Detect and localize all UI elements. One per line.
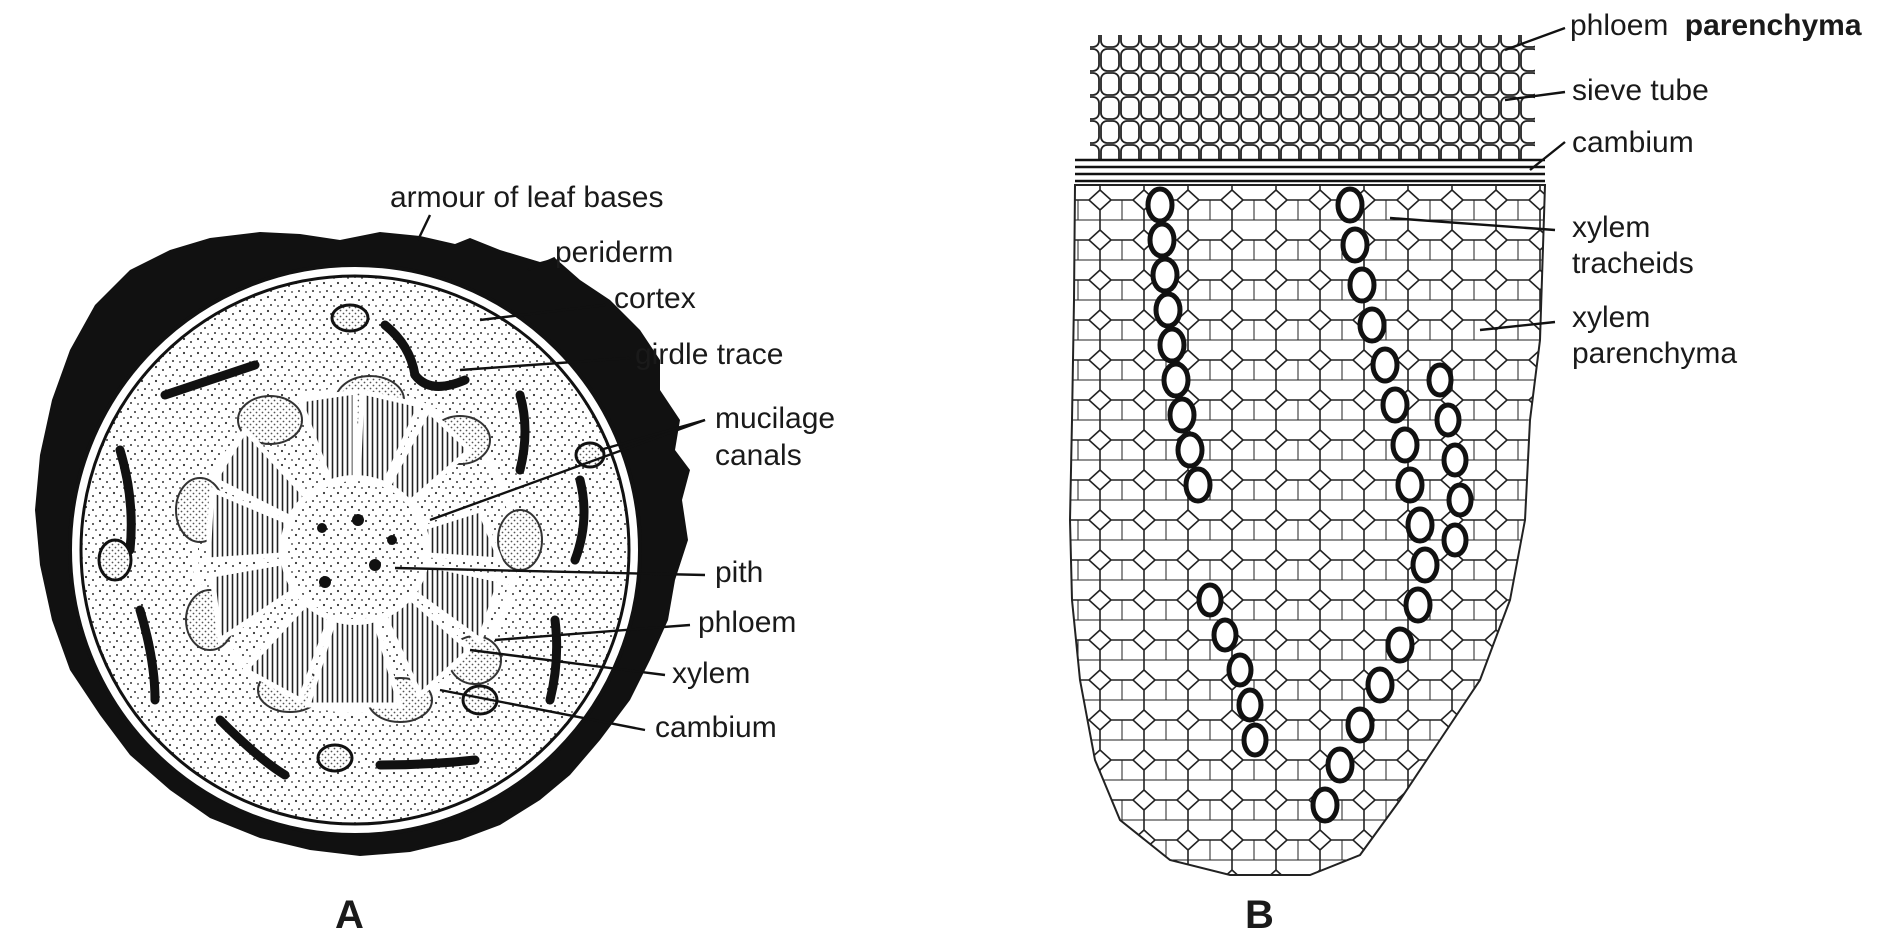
- label-xylem-tracheids-line-2: tracheids: [1572, 247, 1694, 280]
- label-sieve-tube: sieve tube: [1572, 74, 1709, 107]
- label-b-cambium: cambium: [1572, 126, 1694, 159]
- label-phloem-parenchyma: phloem parenchyma: [1570, 9, 1862, 42]
- label-xylem: xylem: [672, 657, 750, 690]
- label-pith: pith: [715, 556, 763, 589]
- label-mucilage-line-1: mucilage: [715, 402, 835, 435]
- label-xylem-parenchyma-line-1: xylem: [1572, 301, 1650, 334]
- panel-b-diagram: phloem parenchyma sieve tube cambium xyl…: [1070, 9, 1862, 937]
- label-phloem: phloem: [698, 606, 796, 639]
- label-xylem-tracheids-line-1: xylem: [1572, 211, 1650, 244]
- leader-armour: [418, 215, 430, 240]
- xylem-tissue: [1070, 185, 1545, 875]
- label-phloem-parenchyma-word-2: parenchyma: [1685, 9, 1862, 42]
- pith-area: [283, 478, 427, 622]
- panel-b-letter: B: [1245, 893, 1274, 937]
- phloem-zone: [1090, 35, 1535, 160]
- panel-a-letter: A: [335, 893, 364, 937]
- label-periderm: periderm: [555, 236, 673, 269]
- leader-b-cambium: [1530, 142, 1565, 170]
- label-cambium: cambium: [655, 711, 777, 744]
- label-xylem-parenchyma-line-2: parenchyma: [1572, 337, 1737, 370]
- cambium-band: [1075, 160, 1545, 181]
- panel-a-diagram: armour of leaf bases periderm cortex gir…: [35, 181, 835, 937]
- label-mucilage-line-2: canals: [715, 439, 802, 472]
- label-girdle-trace: girdle trace: [635, 338, 783, 371]
- label-phloem-parenchyma-word-1: phloem: [1570, 9, 1668, 42]
- label-armour-of-leaf-bases: armour of leaf bases: [390, 181, 663, 214]
- label-cortex: cortex: [614, 282, 696, 315]
